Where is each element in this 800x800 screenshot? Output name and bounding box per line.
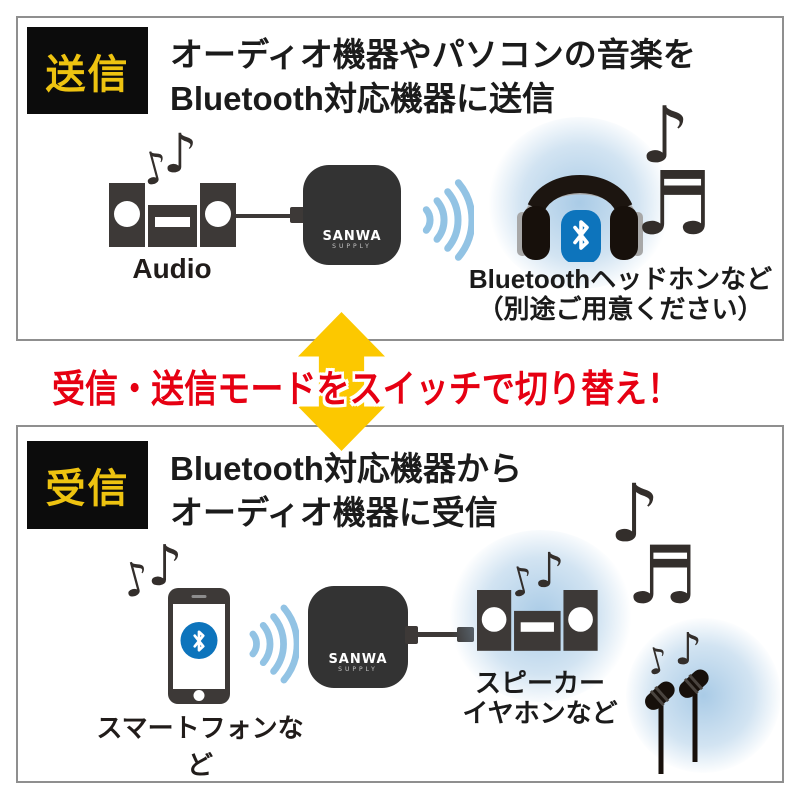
- transmit-heading-line1: オーディオ機器やパソコンの音楽を: [170, 36, 696, 73]
- audio-center-unit: [148, 205, 197, 247]
- transmit-heading-line2: Bluetooth対応機器に送信: [170, 80, 555, 117]
- cable-plug: [405, 626, 418, 644]
- receive-heading-line2: オーディオ機器に受信: [170, 494, 498, 531]
- phone-speaker-slit: [191, 595, 207, 598]
- transmit-badge-label: 送信: [45, 52, 130, 97]
- transmit-badge: 送信: [27, 27, 148, 114]
- transmit-caption: Bluetoothヘッドホンなど （別途ご用意ください）: [463, 264, 778, 324]
- audio-cable: [235, 214, 295, 218]
- wireless-waves-icon: [422, 179, 474, 261]
- music-note-icon: ♪: [147, 534, 183, 599]
- sanwa-logo: SANWA SUPPLY: [322, 229, 382, 250]
- audio-cable: [414, 632, 464, 637]
- music-note-icon: ♪: [640, 91, 690, 181]
- earphones-icon: [645, 669, 709, 774]
- audio-label: Audio: [132, 253, 212, 284]
- sanwa-logo: SANWA SUPPLY: [328, 652, 388, 673]
- transmitter-device: SANWA SUPPLY: [303, 165, 401, 265]
- speaker-system-icon: [477, 590, 598, 651]
- wireless-waves-icon: [249, 604, 299, 684]
- music-note-icon: ♪: [534, 543, 565, 599]
- receive-badge: 受信: [27, 441, 148, 529]
- music-note-icon: ♪: [163, 122, 198, 185]
- receive-caption-line1: スピーカー: [474, 668, 605, 698]
- bluetooth-icon: [180, 622, 218, 659]
- receive-caption: スピーカー イヤホンなど: [428, 668, 652, 728]
- audio-center-unit: [514, 610, 561, 651]
- receive-badge-label: 受信: [45, 467, 130, 511]
- music-note-icon: ♪: [609, 467, 661, 560]
- speaker-right: [563, 590, 598, 651]
- smartphone-icon: [168, 588, 230, 704]
- smartphone-label: スマートフォンなど: [96, 713, 304, 780]
- receive-heading-line1: Bluetooth対応機器から: [170, 450, 522, 487]
- music-note-icon: ♬: [626, 529, 698, 622]
- mode-switch-banner: 受信・送信モードをスイッチで切り替え！: [52, 369, 681, 411]
- bluetooth-headphones-icon: [517, 175, 643, 262]
- receiver-device: SANWA SUPPLY: [308, 586, 408, 688]
- speaker-left: [477, 590, 512, 651]
- music-note-icon: ♪: [674, 624, 703, 675]
- speaker-right: [200, 183, 236, 247]
- music-note-icon: ♬: [634, 152, 713, 255]
- cable-plug: [290, 207, 305, 223]
- bluetooth-icon: [561, 210, 601, 262]
- transmit-caption-line2: （別途ご用意ください）: [477, 294, 764, 324]
- receive-caption-line2: イヤホンなど: [462, 698, 618, 728]
- transmit-heading: オーディオ機器やパソコンの音楽を Bluetooth対応機器に送信: [170, 33, 696, 121]
- receive-heading: Bluetooth対応機器から オーディオ機器に受信: [170, 447, 522, 535]
- phone-home-button: [193, 690, 205, 701]
- speaker-left: [109, 183, 145, 247]
- transmit-caption-line1: Bluetoothヘッドホンなど: [468, 264, 773, 294]
- audio-system-icon: [109, 183, 236, 247]
